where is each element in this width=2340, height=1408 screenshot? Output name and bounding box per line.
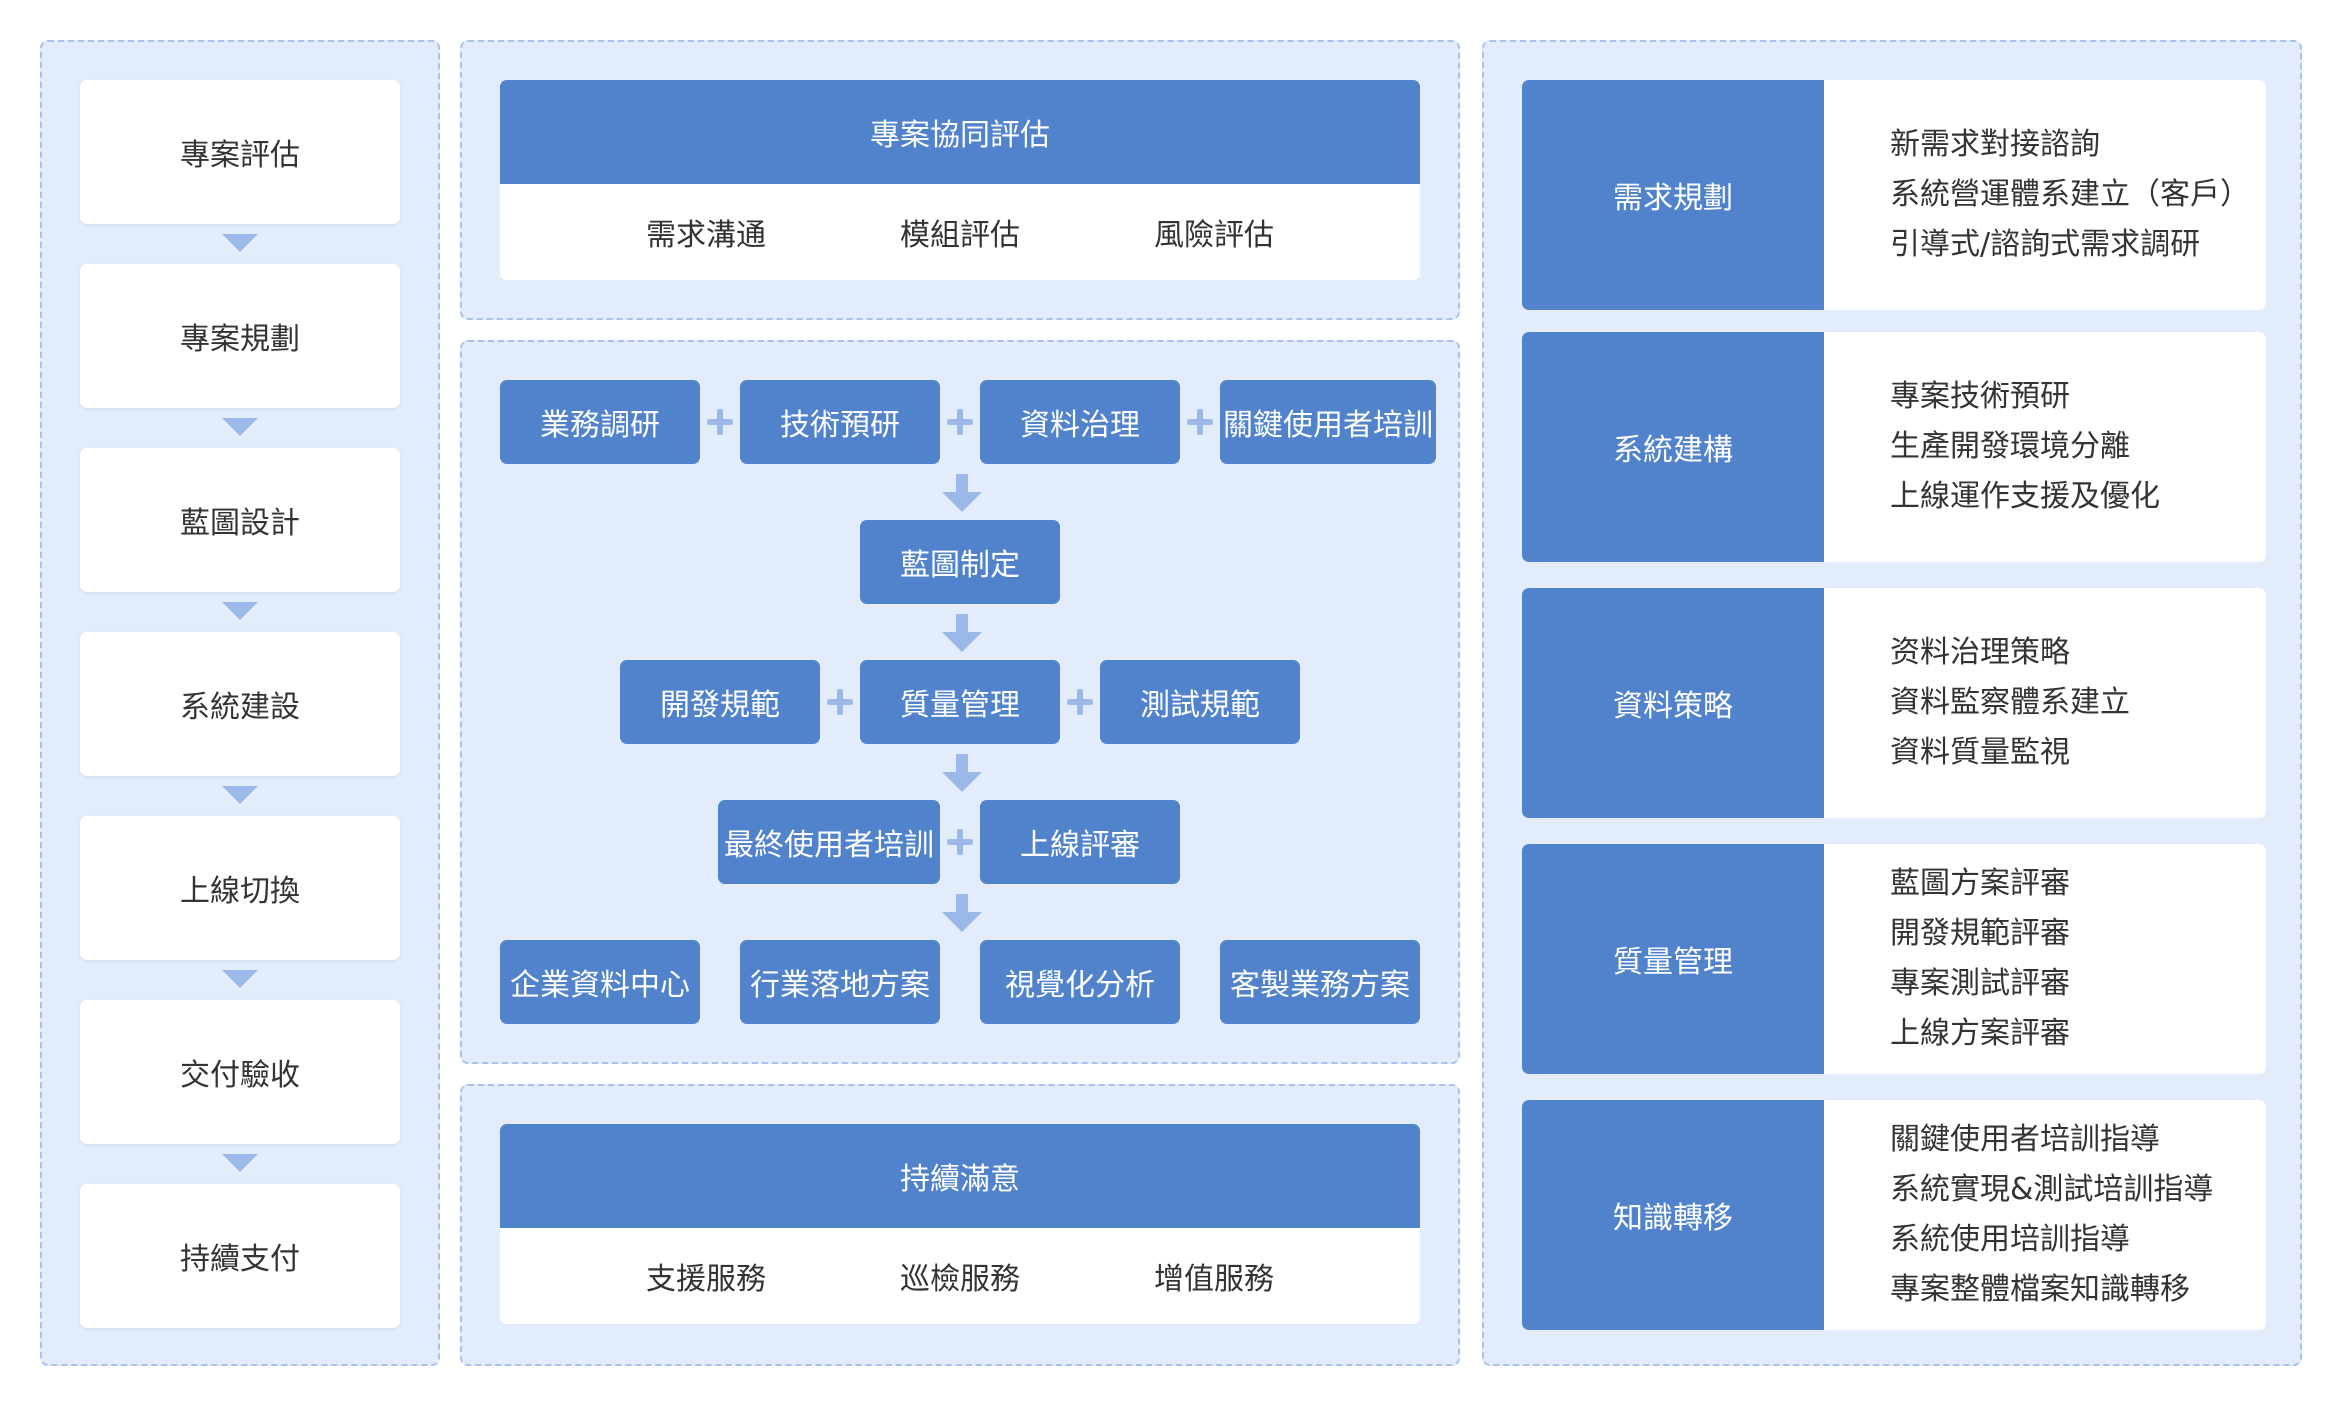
phase-card: 藍圖設計	[80, 448, 400, 592]
assessment-item: 需求溝通	[646, 218, 766, 253]
detail-row-requirements: 需求規劃 新需求對接諮詢 系統營運體系建立（客戶） 引導式/諮詢式需求調研	[1522, 80, 2266, 310]
satisfaction-item: 巡檢服務	[900, 1262, 1020, 1297]
plus-icon	[707, 409, 733, 435]
detail-label: 質量管理	[1522, 844, 1824, 1074]
phase-arrow	[222, 786, 258, 804]
detail-list: 新需求對接諮詢 系統營運體系建立（客戶） 引導式/諮詢式需求調研	[1824, 80, 2266, 310]
flow-box-end-user-training: 最終使用者培訓	[718, 800, 940, 884]
detail-item: 系統使用培訓指導	[1890, 1222, 2130, 1257]
assessment-item: 風險評估	[1154, 218, 1274, 253]
detail-item: 專案測試評審	[1890, 966, 2070, 1001]
flow-box-dev-standards: 開發規範	[620, 660, 820, 744]
detail-row-knowledge-transfer: 知識轉移 關鍵使用者培訓指導 系統實現&測試培訓指導 系統使用培訓指導 專案整體…	[1522, 1100, 2266, 1330]
plus-icon	[827, 689, 853, 715]
phase-card: 上線切換	[80, 816, 400, 960]
down-arrow-icon	[942, 614, 982, 654]
flow-box-enterprise-data-center: 企業資料中心	[500, 940, 700, 1024]
detail-item: 資料監察體系建立	[1890, 685, 2130, 720]
flow-box-tech-research: 技術預研	[740, 380, 940, 464]
detail-row-system-build: 系統建構 專案技術預研 生產開發環境分離 上線運作支援及優化	[1522, 332, 2266, 562]
detail-row-quality: 質量管理 藍圖方案評審 開發規範評審 專案測試評審 上線方案評審	[1522, 844, 2266, 1074]
detail-item: 上線方案評審	[1890, 1016, 2070, 1051]
phase-arrow	[222, 602, 258, 620]
flow-box-key-user-training: 關鍵使用者培訓	[1220, 380, 1436, 464]
phase-arrow	[222, 970, 258, 988]
detail-item: 系統實現&測試培訓指導	[1890, 1172, 2214, 1207]
down-arrow-icon	[942, 894, 982, 934]
satisfaction-item: 支援服務	[646, 1262, 766, 1297]
satisfaction-items: 支援服務 巡檢服務 增值服務	[500, 1228, 1420, 1324]
detail-label: 需求規劃	[1522, 80, 1824, 310]
phase-arrow	[222, 418, 258, 436]
detail-item: 资料治理策略	[1890, 635, 2070, 670]
detail-item: 開發規範評審	[1890, 916, 2070, 951]
phase-card: 交付驗收	[80, 1000, 400, 1144]
detail-list: 關鍵使用者培訓指導 系統實現&測試培訓指導 系統使用培訓指導 專案整體檔案知識轉…	[1824, 1100, 2266, 1330]
plus-icon	[1187, 409, 1213, 435]
satisfaction-title: 持續滿意	[500, 1124, 1420, 1228]
phase-arrow	[222, 234, 258, 252]
detail-label: 知識轉移	[1522, 1100, 1824, 1330]
phase-arrow	[222, 1154, 258, 1172]
detail-item: 引導式/諮詢式需求調研	[1890, 227, 2201, 262]
plus-icon	[947, 409, 973, 435]
flow-box-visual-analytics: 視覺化分析	[980, 940, 1180, 1024]
detail-list: 藍圖方案評審 開發規範評審 專案測試評審 上線方案評審	[1824, 844, 2266, 1074]
detail-row-data-strategy: 資料策略 资料治理策略 資料監察體系建立 資料質量監視	[1522, 588, 2266, 818]
detail-list: 资料治理策略 資料監察體系建立 資料質量監視	[1824, 588, 2266, 818]
flow-box-test-standards: 測試規範	[1100, 660, 1300, 744]
plus-icon	[1067, 689, 1093, 715]
assessment-item: 模組評估	[900, 218, 1020, 253]
phase-card: 系統建設	[80, 632, 400, 776]
detail-item: 專案整體檔案知識轉移	[1890, 1272, 2190, 1307]
flow-box-custom-business: 客製業務方案	[1220, 940, 1420, 1024]
detail-item: 生產開發環境分離	[1890, 429, 2130, 464]
flow-box-industry-solution: 行業落地方案	[740, 940, 940, 1024]
detail-list: 專案技術預研 生產開發環境分離 上線運作支援及優化	[1824, 332, 2266, 562]
phase-card: 專案評估	[80, 80, 400, 224]
detail-item: 上線運作支援及優化	[1890, 479, 2160, 514]
detail-item: 資料質量監視	[1890, 735, 2070, 770]
flow-box-golive-review: 上線評審	[980, 800, 1180, 884]
detail-item: 專案技術預研	[1890, 379, 2070, 414]
satisfaction-item: 增值服務	[1154, 1262, 1274, 1297]
detail-item: 新需求對接諮詢	[1890, 127, 2100, 162]
flow-box-blueprint: 藍圖制定	[860, 520, 1060, 604]
flow-box-business-research: 業務調研	[500, 380, 700, 464]
assessment-title: 專案協同評估	[500, 80, 1420, 184]
detail-item: 系統營運體系建立（客戶）	[1890, 177, 2250, 212]
phase-card: 持續支付	[80, 1184, 400, 1328]
flow-box-data-governance: 資料治理	[980, 380, 1180, 464]
assessment-items: 需求溝通 模組評估 風險評估	[500, 184, 1420, 280]
flow-box-quality-mgmt: 質量管理	[860, 660, 1060, 744]
detail-label: 系統建構	[1522, 332, 1824, 562]
down-arrow-icon	[942, 474, 982, 514]
phase-card: 專案規劃	[80, 264, 400, 408]
detail-label: 資料策略	[1522, 588, 1824, 818]
detail-item: 關鍵使用者培訓指導	[1890, 1122, 2160, 1157]
down-arrow-icon	[942, 754, 982, 794]
plus-icon	[947, 829, 973, 855]
detail-item: 藍圖方案評審	[1890, 866, 2070, 901]
